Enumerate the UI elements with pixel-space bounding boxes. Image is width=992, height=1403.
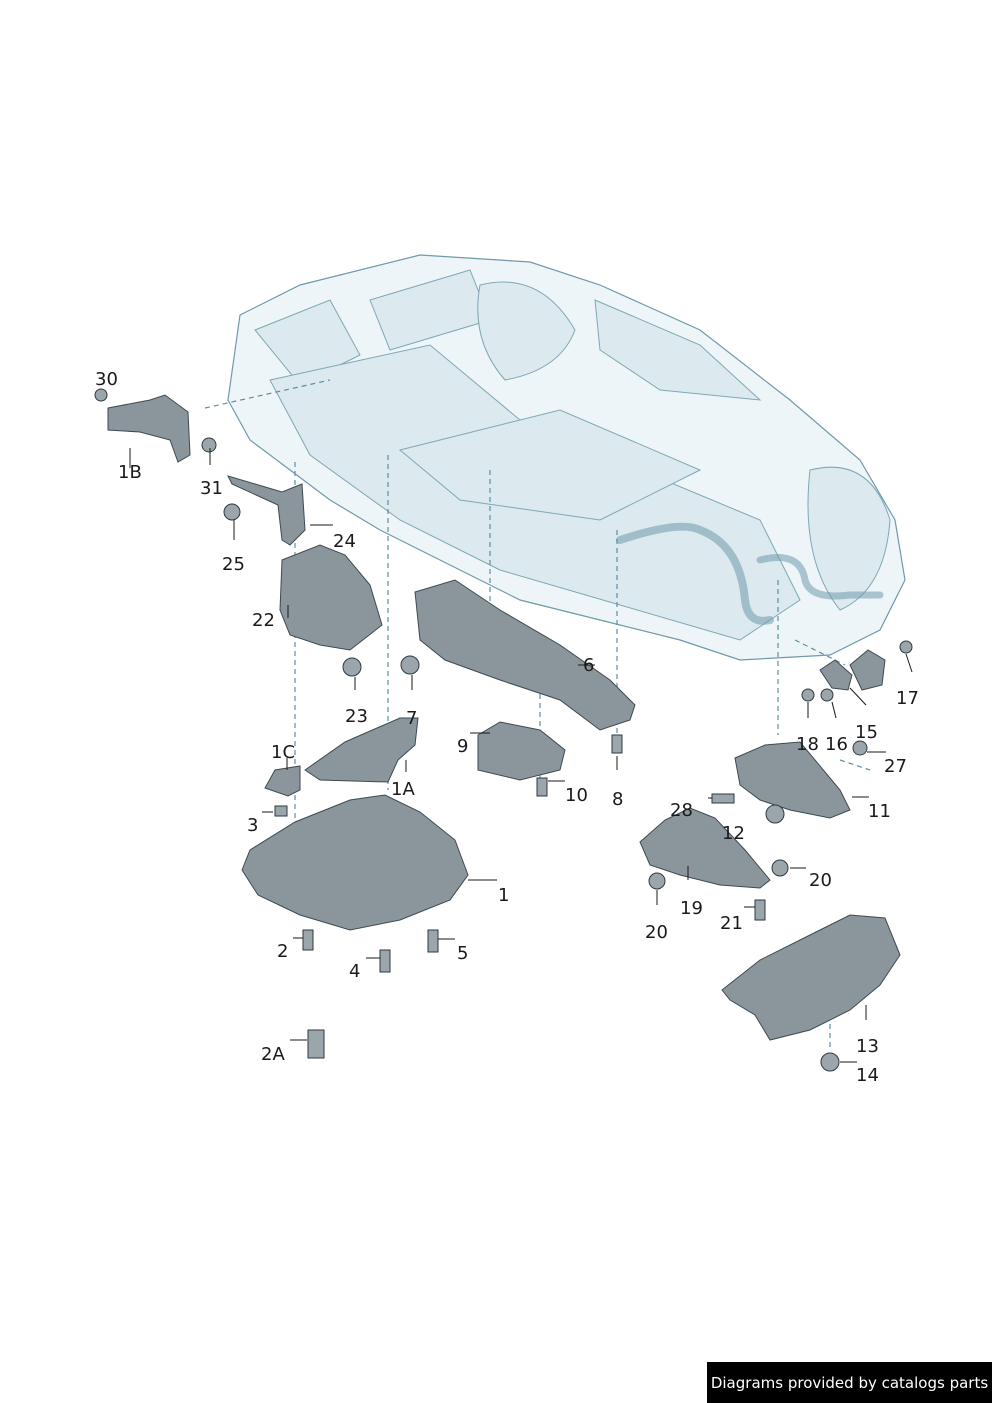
callout-5: 5 [457, 943, 468, 964]
part-6-shield [414, 579, 636, 731]
callout-22: 22 [252, 610, 275, 631]
callout-19: 19 [680, 898, 703, 919]
callout-11: 11 [868, 801, 891, 822]
part-1b-bracket [107, 394, 191, 463]
callout-16: 16 [825, 734, 848, 755]
nut-16-icon [820, 688, 834, 702]
nut-2a-icon [307, 1029, 325, 1059]
callout-1c: 1C [271, 742, 295, 763]
part-24-bracket [227, 475, 306, 546]
callout-18: 18 [796, 734, 819, 755]
parts [107, 394, 901, 1041]
callout-3: 3 [247, 815, 258, 836]
part-19-shield [639, 807, 771, 889]
callout-31: 31 [200, 478, 223, 499]
callout-9: 9 [457, 736, 468, 757]
bolt-4-icon [379, 949, 391, 973]
part-17-bracket [849, 649, 886, 691]
part-22-shield [279, 544, 383, 651]
part-13-shield [721, 914, 901, 1041]
bolt-31-icon [201, 437, 217, 453]
callout-13: 13 [856, 1036, 879, 1057]
leader-lines [129, 448, 913, 1063]
callout-4: 4 [349, 961, 360, 982]
nut-20b-icon [648, 872, 666, 890]
callout-27: 27 [884, 756, 907, 777]
callout-10: 10 [565, 785, 588, 806]
callout-2a: 2A [261, 1044, 285, 1065]
part-1c-bracket [264, 765, 301, 797]
callout-23: 23 [345, 706, 368, 727]
callout-25: 25 [222, 554, 245, 575]
callout-1b: 1B [118, 462, 142, 483]
callout-7: 7 [406, 708, 417, 729]
callout-14: 14 [856, 1065, 879, 1086]
bolt-10-icon [536, 777, 548, 797]
callout-12: 12 [722, 823, 745, 844]
bolt-2-icon [302, 929, 314, 951]
clip-27-icon [852, 740, 868, 756]
nut-12-icon [765, 804, 785, 824]
callout-1: 1 [498, 885, 509, 906]
callout-15: 15 [855, 722, 878, 743]
credit-banner: Diagrams provided by catalogs parts [707, 1362, 992, 1403]
callout-8: 8 [612, 789, 623, 810]
callout-20-left: 20 [645, 922, 668, 943]
part-11-shield [734, 741, 851, 819]
nut-23-icon [342, 657, 362, 677]
part-9-shield [477, 721, 566, 781]
nut-25-icon [223, 503, 241, 521]
callout-2: 2 [277, 941, 288, 962]
part-15-bracket [819, 659, 853, 691]
part-1a-shield [304, 717, 419, 783]
callout-20-right: 20 [809, 870, 832, 891]
nut-20a-icon [771, 859, 789, 877]
callout-30: 30 [95, 369, 118, 390]
bolt-17-icon [899, 640, 913, 654]
nut-7-icon [400, 655, 420, 675]
callout-1a: 1A [391, 779, 415, 800]
bolt-28-icon [711, 793, 735, 804]
bolt-8-icon [611, 734, 623, 754]
callout-21: 21 [720, 913, 743, 934]
clip-18-icon [801, 688, 815, 702]
callout-labels: 30 1B 31 24 25 22 6 23 7 1C 9 1A 10 8 3 … [95, 369, 919, 1086]
bolt-21-icon [754, 899, 766, 921]
callout-28: 28 [670, 800, 693, 821]
vehicle-underbody [227, 254, 906, 661]
bolt-30-icon [94, 388, 108, 402]
callout-24: 24 [333, 531, 356, 552]
clip-3-icon [274, 805, 288, 817]
part-1-main-shield [241, 794, 469, 931]
callout-17: 17 [896, 688, 919, 709]
nut-14-icon [820, 1052, 840, 1072]
bolt-5-icon [427, 929, 439, 953]
callout-6: 6 [583, 655, 594, 676]
